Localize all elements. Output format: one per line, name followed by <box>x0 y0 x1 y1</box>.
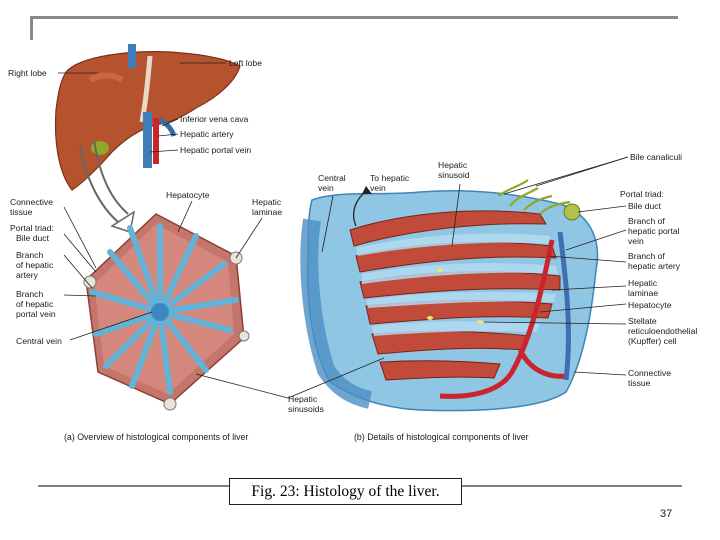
page-number: 37 <box>660 508 673 520</box>
label-hepatic-sinusoid-b2: sinusoid <box>438 170 470 180</box>
kupffer-cells <box>427 268 483 324</box>
label-branch-artery-a2: of hepatic <box>16 260 54 270</box>
label-hepatic-laminae-a2: laminae <box>252 207 282 217</box>
label-inferior-vena-cava: Inferior vena cava <box>180 114 249 124</box>
label-bile-duct-b: Bile duct <box>628 201 662 211</box>
sinusoid-channels <box>356 233 558 336</box>
label-hepatic-laminae-b1: Hepatic <box>628 278 658 288</box>
slide-frame-left <box>30 16 33 40</box>
label-stellate-1: Stellate <box>628 316 657 326</box>
label-hepatic-sinusoids-1: Hepatic <box>288 394 318 404</box>
portal-vein-vessel <box>143 112 152 168</box>
label-branch-vein-a1: Branch <box>16 289 43 299</box>
label-hepatic-sinusoid-b1: Hepatic <box>438 160 468 170</box>
label-hepatic-artery: Hepatic artery <box>180 129 234 139</box>
label-connective-b2: tissue <box>628 378 651 388</box>
label-branch-vein-b1: Branch of <box>628 216 665 226</box>
label-right-lobe: Right lobe <box>8 68 47 78</box>
bile-canaliculi-detail <box>497 179 571 215</box>
label-hepatocyte-a: Hepatocyte <box>166 190 210 200</box>
label-stellate-2: reticuloendothelial <box>628 326 697 336</box>
label-connective-tissue-1: Connective <box>10 197 53 207</box>
portal-vein-branch-detail <box>557 231 571 381</box>
label-connective-b1: Connective <box>628 368 671 378</box>
label-branch-vein-b2: hepatic portal <box>628 226 680 236</box>
label-hepatocyte-b: Hepatocyte <box>628 300 672 310</box>
label-to-hepatic-vein-1: To hepatic <box>370 173 410 183</box>
label-branch-artery-b1: Branch of <box>628 251 665 261</box>
label-branch-artery-b2: hepatic artery <box>628 261 681 271</box>
label-central-vein-b1: Central <box>318 173 346 183</box>
label-hepatic-sinusoids-2: sinusoids <box>288 404 324 414</box>
label-bile-duct-a: Bile duct <box>16 233 50 243</box>
figure-labels: Right lobe Left lobe Inferior vena cava … <box>8 58 697 442</box>
label-hepatic-laminae-a1: Hepatic <box>252 197 282 207</box>
label-connective-tissue-2: tissue <box>10 207 33 217</box>
central-vein-lobule <box>151 303 169 321</box>
label-portal-triad-b: Portal triad: <box>620 189 664 199</box>
label-hepatic-laminae-b2: laminae <box>628 288 658 298</box>
label-to-hepatic-vein-2: vein <box>370 183 386 193</box>
label-branch-vein-a2: of hepatic <box>16 299 54 309</box>
label-stellate-3: (Kupffer) cell <box>628 336 677 346</box>
leader-lines <box>58 62 629 399</box>
label-branch-artery-a1: Branch <box>16 250 43 260</box>
hepatic-artery-vessel <box>153 118 159 164</box>
label-portal-triad-a: Portal triad: <box>10 223 54 233</box>
vena-cava-top <box>128 44 136 68</box>
label-branch-vein-a3: portal vein <box>16 309 56 319</box>
subcaption-a: (a) Overview of histological components … <box>64 432 248 442</box>
hepatic-plates <box>349 210 561 381</box>
liver-lobule <box>83 213 250 411</box>
label-central-vein-b2: vein <box>318 183 334 193</box>
lobule-detail-block <box>300 179 599 412</box>
bile-duct-detail <box>563 203 581 221</box>
label-left-lobe: Left lobe <box>229 58 262 68</box>
sinusoid-spokes <box>89 223 239 395</box>
label-hepatic-portal-vein: Hepatic portal vein <box>180 145 251 155</box>
label-central-vein-a: Central vein <box>16 336 62 346</box>
subcaption-b: (b) Details of histological components o… <box>354 432 529 442</box>
label-branch-artery-a3: artery <box>16 270 39 280</box>
central-vein-detail <box>300 218 373 409</box>
figure-caption: Fig. 23: Histology of the liver. <box>229 478 462 505</box>
label-bile-canaliculi: Bile canaliculi <box>630 152 682 162</box>
label-branch-vein-b3: vein <box>628 236 644 246</box>
slide-frame-top <box>32 16 678 19</box>
artery-branch-detail <box>439 239 567 399</box>
